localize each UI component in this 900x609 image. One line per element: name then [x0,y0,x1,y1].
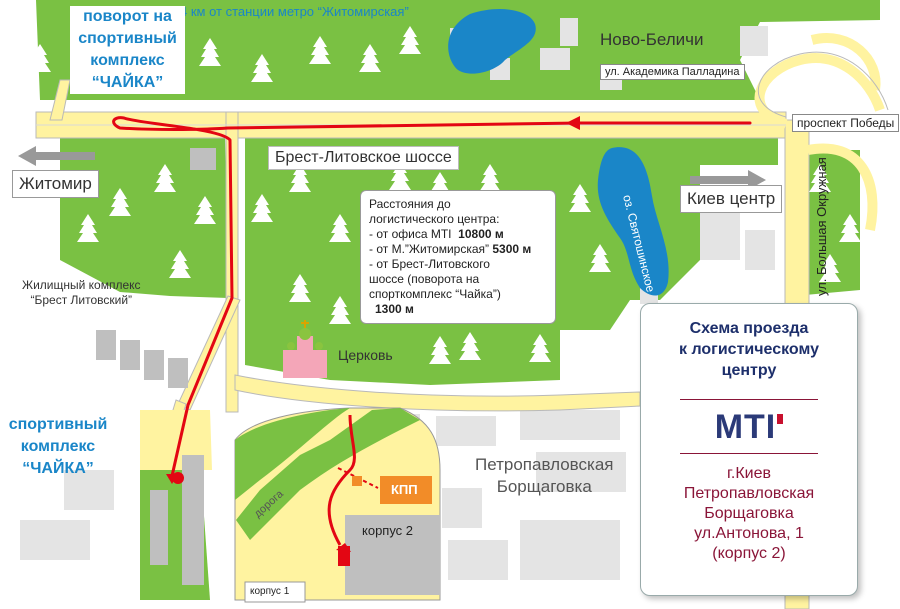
sport-complex-line: спортивный [8,416,108,433]
distance-brest-line: - от Брест-Литовского [369,257,490,271]
address: г.Киев Петропавловская Борщаговка ул.Ант… [641,464,857,564]
residential-building [168,358,188,388]
arrow-right-icon [690,170,766,190]
card-title-line: центру [721,362,777,379]
forest-west [60,135,228,298]
residential-building [144,350,164,380]
lake-svyatoshinske [597,147,669,296]
brest-highway-label: Брест-Литовское шоссе [268,146,459,170]
turn-note-line: “ЧАЙКА” [91,74,164,91]
residential-label-line: Жилищный комплекс [22,278,141,292]
building-block [190,148,216,170]
distances-heading: логистического центра: [369,212,500,226]
distance-brest-line: спорткомплекс “Чайка”) [369,287,501,301]
building1-label: корпус 1 [250,586,290,597]
divider [680,399,818,400]
distance-value: 1300 м [375,302,414,316]
distances-heading: Расстояния до [369,197,451,211]
palladina-label: ул. Академика Палладина [600,64,745,80]
distance-label: - от М.”Житомирская” [369,242,490,256]
distance-value: 10800 м [458,227,504,241]
sport-building [182,455,204,585]
info-card: Схема проезда к логистическому центру MT… [640,303,858,596]
kpp-label: КПП [391,482,418,497]
address-line: ул.Антонова, 1 [694,525,804,542]
arrow-left-icon [18,146,95,166]
distance-metro: - от М.”Житомирская” 5300 м [369,242,547,257]
novo-belichi-label: Ново-Беличи [600,30,704,49]
building2-label: корпус 2 [362,523,414,538]
residential-label: Жилищный комплекс “Брест Литовский” [22,278,141,308]
distance-value: 5300 м [492,242,532,256]
turn-note-line: спортивный [78,30,177,47]
turn-note: поворот на спортивный комплекс “ЧАЙКА” [70,6,185,94]
mti-logo-text: MTI [714,408,777,446]
address-line: (корпус 2) [712,545,786,562]
distance-brest-line: шоссе (поворота на [369,272,480,286]
sport-complex-line: комплекс [20,438,96,455]
divider [680,453,818,454]
interchange [754,33,885,231]
inset-map [234,407,441,603]
distances-box: Расстояния до логистического центра: - о… [360,190,556,324]
card-title-line: к логистическому [678,341,819,358]
zhytomyr-label: Житомир [12,170,99,198]
pobedy-label: проспект Победы [792,114,900,132]
residential-building [120,340,140,370]
distance-office: - от офиса MTI 10800 м [369,227,547,242]
kyiv-center-label: Киев центр [680,185,783,213]
sport-building [150,490,168,565]
ring-road-label: ул. Большая Окружная [814,157,829,296]
logo-accent [777,414,784,424]
sport-complex-line: “ЧАЙКА” [22,460,94,477]
district-line: Борщаговка [496,477,592,496]
church-icon [283,320,327,378]
turn-note-line: комплекс [90,52,165,69]
district-line: Петропавловская [475,455,614,474]
residential-building [96,330,116,360]
church-label: Церковь [338,347,393,363]
turn-note-line: поворот на [83,8,172,25]
lake-north [448,9,536,74]
metro-note: 4 км от станции метро “Житомирская” [180,4,409,19]
address-line: г.Киев [727,465,771,482]
address-line: Борщаговка [704,505,794,522]
destination-marker [172,472,184,484]
card-title-line: Схема проезда [689,320,809,337]
sport-complex-label: спортивный комплекс “ЧАЙКА” [2,414,114,480]
residential-label-line: “Брест Литовский” [30,293,133,307]
district-label: Петропавловская Борщаговка [475,454,613,498]
route-arrow [112,116,752,478]
forest-east [794,150,860,296]
arrowhead [566,116,580,130]
card-title: Схема проезда к логистическому центру [641,318,857,381]
address-line: Петропавловская [683,485,815,502]
mti-logo: MTI [641,408,857,447]
distance-label: - от офиса MTI [369,227,452,241]
